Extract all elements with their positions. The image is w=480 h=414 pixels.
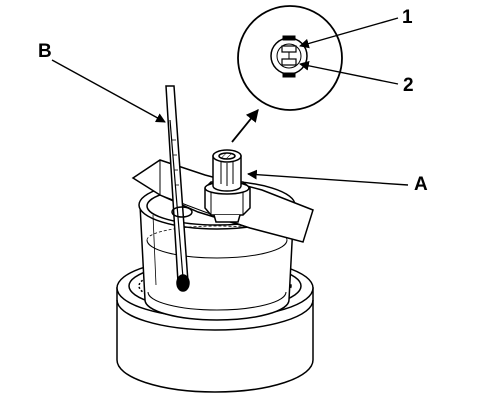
- callout-terminal-2: 2: [403, 75, 414, 96]
- leader-1: [299, 17, 399, 49]
- thermometer-column: [169, 119, 184, 279]
- container-bottom: [147, 291, 287, 311]
- terminal-2-pin: [281, 58, 297, 66]
- connector-detail-icon: [237, 5, 343, 111]
- thermometer-bulb: [176, 274, 190, 292]
- callout-part-a: A: [414, 174, 428, 195]
- pointer-to-detail: [231, 109, 259, 143]
- callout-terminal-1: 1: [402, 7, 413, 28]
- leader-b: [51, 59, 166, 123]
- leader-2: [299, 60, 399, 85]
- thermometer-clip: [171, 206, 193, 218]
- glass-highlight: [152, 214, 157, 286]
- leader-lines: [51, 17, 409, 186]
- callout-part-b: B: [38, 41, 52, 62]
- leader-a: [247, 169, 409, 186]
- hot-plate-lower-rim: [116, 299, 314, 331]
- terminal-1-pin: [281, 45, 297, 53]
- thermometer-icon: [165, 85, 193, 292]
- thermo-switch-icon: [204, 149, 251, 223]
